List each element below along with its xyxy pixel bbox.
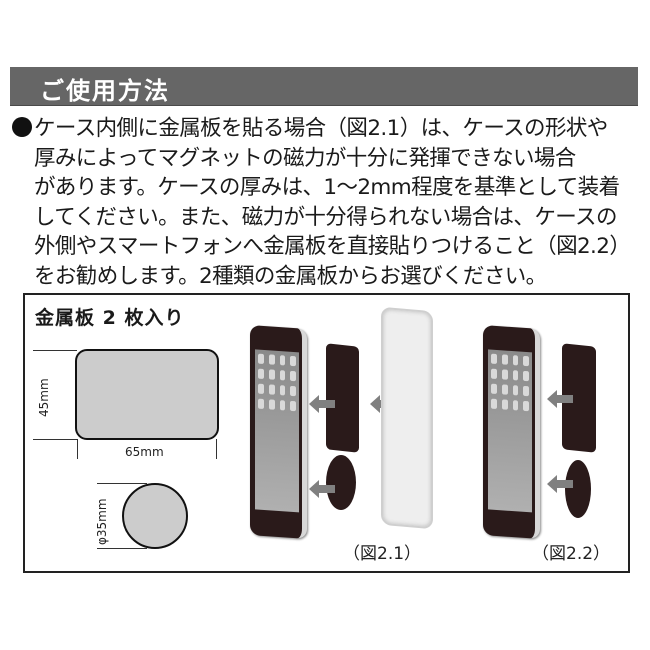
metal-plate-round-dark (565, 460, 591, 518)
figure-2-2-label: （図2.2） (532, 544, 611, 564)
instruction-line: 外側やスマートフォンへ金属板を直接貼りつけること（図2.2） (34, 234, 631, 259)
smartphone-illustration (250, 325, 307, 539)
round-plate (122, 483, 188, 549)
smartphone-illustration (483, 325, 540, 539)
instruction-line: ケース内側に金属板を貼る場合（図2.1）は、ケースの形状や (12, 114, 642, 144)
rectangular-plate (75, 349, 219, 440)
dim-line (97, 483, 147, 484)
dim-line (33, 439, 77, 440)
arrow-left-icon (309, 395, 335, 413)
dim-line (77, 439, 78, 459)
dim-line (216, 439, 217, 459)
instruction-line: があります。ケースの厚みは、1～2mm程度を基準として装着 (34, 175, 620, 200)
arrow-left-icon (309, 480, 335, 498)
figure-title: 金属板 2 枚入り (35, 307, 185, 329)
width-label: 65mm (125, 445, 164, 459)
instruction-line: 厚みによってマグネットの磁力が十分に発揮できない場合 (34, 145, 576, 171)
instruction-line: してください。また、磁力が十分得られない場合は、ケースの (34, 204, 617, 230)
instructions-paragraph: ケース内側に金属板を貼る場合（図2.1）は、ケースの形状や 厚みによってマグネッ… (12, 114, 642, 291)
dim-line (33, 350, 77, 351)
dim-line (97, 548, 147, 549)
phone-case-illustration (381, 306, 433, 530)
arrow-left-icon (547, 475, 573, 493)
figure-box: 金属板 2 枚入り 45mm 65mm φ35mm （図2.1） （図2.2） (23, 293, 630, 573)
arrow-left-icon (547, 390, 573, 408)
bullet-icon (12, 117, 32, 137)
instruction-line: をお勧めします。2種類の金属板からお選びください。 (34, 263, 547, 289)
diameter-label: φ35mm (95, 498, 109, 545)
section-title: ご使用方法 (40, 77, 170, 105)
metal-plate-round-dark (326, 455, 356, 510)
figure-2-1-label: （図2.1） (343, 544, 422, 564)
height-label: 45mm (37, 378, 51, 417)
instruction-text: ケース内側に金属板を貼る場合（図2.1）は、ケースの形状や (34, 116, 608, 141)
section-header: ご使用方法 (10, 67, 638, 106)
